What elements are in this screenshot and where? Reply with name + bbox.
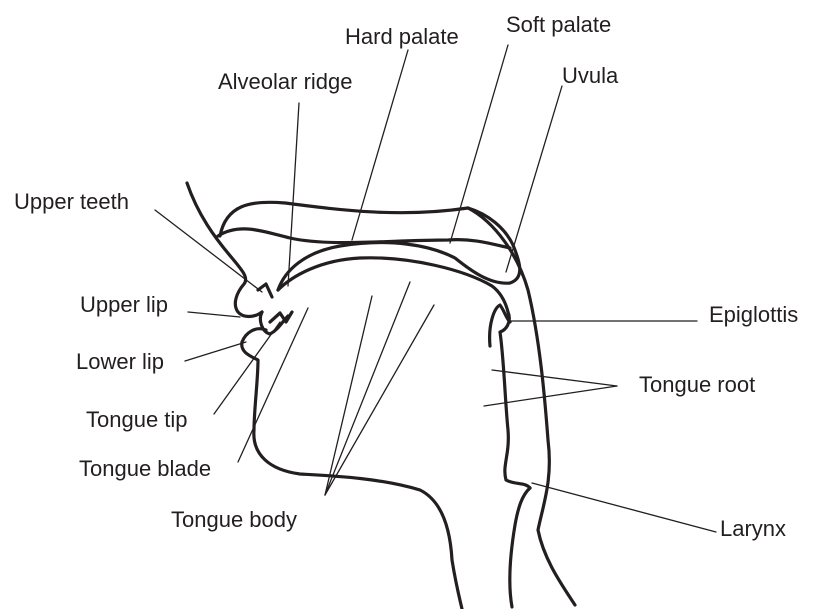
label-epiglottis: Epiglottis [709,302,798,327]
tongue-tip-outline [270,312,292,322]
label-tongue-blade: Tongue blade [79,456,211,481]
leader-lower-lip [185,342,246,361]
label-tongue-root: Tongue root [639,372,755,397]
leader-uvula [506,86,562,272]
leader-upper-lip [188,312,240,317]
label-upper-teeth: Upper teeth [14,189,129,214]
leader-upper-teeth [155,210,262,292]
label-larynx: Larynx [720,516,786,541]
label-uvula: Uvula [562,63,619,88]
hard-palate-outline [218,229,510,248]
label-hard-palate: Hard palate [345,24,459,49]
label-lower-lip: Lower lip [76,349,164,374]
leader-tongue-root-1 [492,370,617,386]
leader-larynx [532,483,716,532]
label-alveolar-ridge: Alveolar ridge [218,69,353,94]
label-tongue-body: Tongue body [171,507,297,532]
label-soft-palate: Soft palate [506,12,611,37]
lower-lip-outline [242,312,462,609]
label-upper-lip: Upper lip [80,292,168,317]
leader-tongue-body-3 [325,305,434,495]
label-tongue-tip: Tongue tip [86,407,188,432]
larynx-outline [510,488,530,607]
tongue-outline [278,258,530,488]
leader-alveolar-ridge [288,103,299,286]
